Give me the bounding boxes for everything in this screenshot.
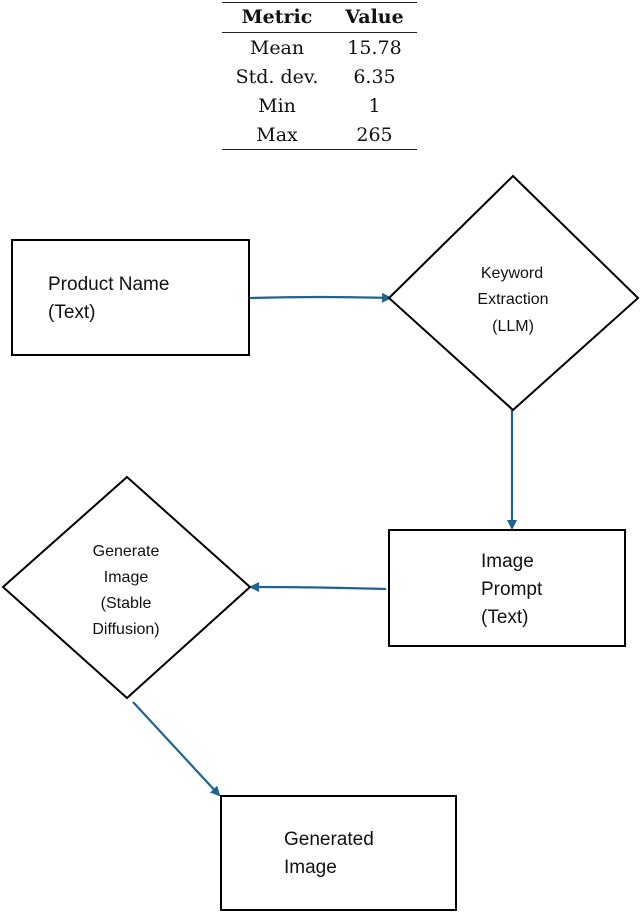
edge-product-to-keyword [249,292,392,303]
cell-metric: Std. dev. [235,65,319,88]
node-prompt-line1: Image [481,551,534,572]
node-prompt-line3: (Text) [481,607,529,628]
node-generate-image: Generate Image (Stable Diffusion) [1,475,252,700]
cell-value: 265 [356,123,393,146]
node-keyword-line3: (LLM) [492,318,534,335]
cell-value: 15.78 [347,36,402,59]
table-row: Min 1 [222,91,417,120]
node-product-name-line2: (Text) [48,302,96,323]
node-product-name: Product Name (Text) [11,239,250,356]
edge-prompt-to-generate [249,582,387,593]
table-header-row: Metric Value [222,2,417,33]
node-generated-line1: Generated [284,829,374,850]
node-generate-line2: Image [104,569,149,586]
node-prompt-line2: Prompt [481,579,543,600]
table-row: Max 265 [222,120,417,150]
node-image-prompt: Image Prompt (Text) [388,529,626,647]
node-generate-line4: Diffusion) [92,621,159,638]
node-keyword-extraction: Keyword Extraction (LLM) [387,174,640,412]
node-keyword-line2: Extraction [477,291,548,308]
edge-generate-to-generated [132,701,221,797]
node-generated-line2: Image [284,857,337,878]
node-generate-line3: (Stable [101,595,152,612]
node-generate-line1: Generate [93,543,160,560]
cell-metric: Mean [249,36,305,59]
node-product-name-line1: Product Name [48,274,169,295]
cell-metric: Min [258,94,296,117]
header-metric: Metric [241,5,313,28]
cell-metric: Max [256,123,298,146]
cell-value: 1 [368,94,381,117]
table-row: Std. dev. 6.35 [222,62,417,91]
cell-value: 6.35 [353,65,396,88]
table-row: Mean 15.78 [222,33,417,63]
stats-table: Metric Value Mean 15.78 Std. dev. 6.35 M… [222,2,417,150]
node-keyword-line1: Keyword [481,265,543,282]
node-generated-image: Generated Image [220,795,457,911]
header-value: Value [345,5,404,28]
